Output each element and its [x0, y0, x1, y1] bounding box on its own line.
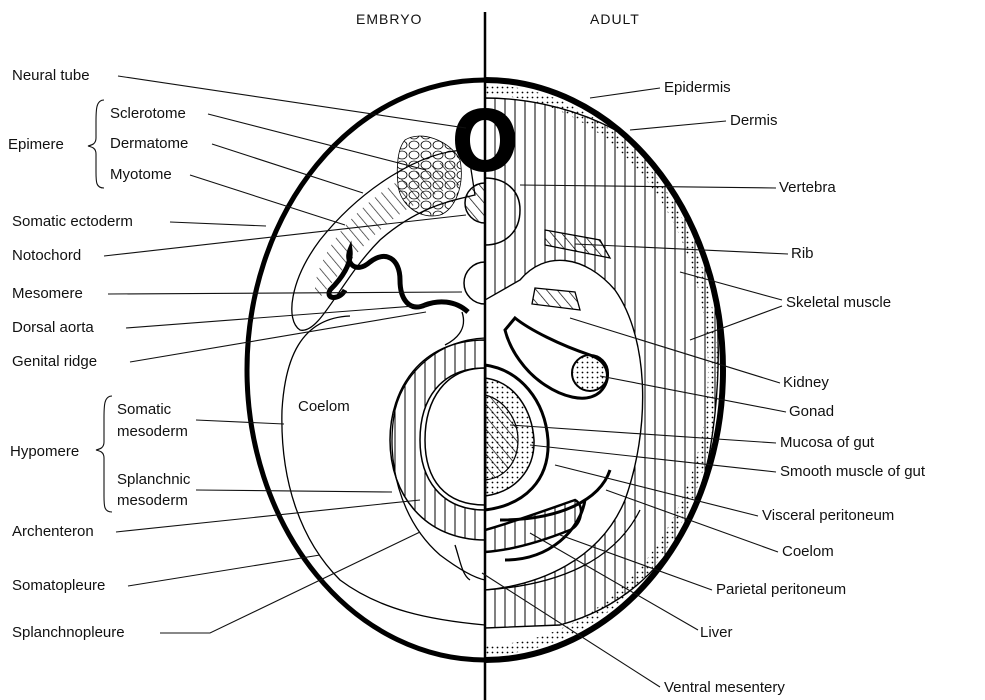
label-somatopleure: Somatopleure — [12, 577, 105, 594]
gonad — [572, 355, 608, 391]
label-gonad: Gonad — [789, 403, 834, 420]
label-somatic-mesoderm-1: Somatic — [117, 401, 172, 418]
label-parietal-peritoneum: Parietal peritoneum — [716, 581, 846, 598]
genital-ridge — [445, 312, 464, 345]
label-rib: Rib — [791, 245, 814, 262]
label-somatic-mesoderm-2: mesoderm — [117, 423, 188, 440]
left-labels: Neural tube Sclerotome Dermatome Myotome… — [8, 67, 466, 641]
label-coelom-right: Coelom — [782, 543, 834, 560]
label-kidney: Kidney — [783, 374, 829, 391]
label-dermis: Dermis — [730, 112, 778, 129]
label-splanchnic-mesoderm-1: Splanchnic — [117, 471, 191, 488]
leader-somatopleure — [128, 555, 320, 586]
label-skeletal-muscle: Skeletal muscle — [786, 294, 891, 311]
label-somatic-ectoderm: Somatic ectoderm — [12, 213, 133, 230]
rib-lower — [532, 288, 580, 310]
hypomere-brace — [96, 396, 112, 512]
label-splanchnic-mesoderm-2: mesoderm — [117, 492, 188, 509]
label-sclerotome: Sclerotome — [110, 105, 186, 122]
label-dorsal-aorta: Dorsal aorta — [12, 319, 94, 336]
label-coelom-left: Coelom — [298, 398, 350, 415]
label-dermatome: Dermatome — [110, 135, 188, 152]
label-archenteron: Archenteron — [12, 523, 94, 540]
embryo-heading: EMBRYO — [356, 11, 422, 27]
label-liver: Liver — [700, 624, 733, 641]
label-smooth-muscle-of-gut: Smooth muscle of gut — [780, 463, 926, 480]
label-genital-ridge: Genital ridge — [12, 353, 97, 370]
leader-notochord — [104, 215, 466, 256]
label-myotome: Myotome — [110, 166, 172, 183]
sclerotome-cells — [397, 136, 461, 216]
leader-somatic-ectoderm — [170, 222, 266, 226]
label-vertebra: Vertebra — [779, 179, 836, 196]
ventral-mesentery-left — [455, 545, 470, 580]
leader-splanchnic-mesoderm — [196, 490, 392, 492]
leader-dorsal-aorta — [126, 305, 428, 328]
mesomere-band — [329, 250, 468, 312]
leader-myotome — [190, 175, 345, 225]
adult-heading: ADULT — [590, 11, 640, 27]
label-epimere: Epimere — [8, 136, 64, 153]
label-notochord: Notochord — [12, 247, 81, 264]
epimere-brace — [88, 100, 104, 188]
leader-dermis — [630, 121, 726, 130]
label-mucosa-of-gut: Mucosa of gut — [780, 434, 875, 451]
leader-dermatome — [212, 144, 363, 193]
label-epidermis: Epidermis — [664, 79, 731, 96]
leader-splanchnopleure — [160, 532, 420, 633]
leader-genital-ridge — [130, 312, 426, 362]
leader-somatic-mesoderm — [196, 420, 284, 424]
label-visceral-peritoneum: Visceral peritoneum — [762, 507, 894, 524]
label-splanchnopleure: Splanchnopleure — [12, 624, 125, 641]
label-mesomere: Mesomere — [12, 285, 83, 302]
label-neural-tube: Neural tube — [12, 67, 90, 84]
label-ventral-mesentery: Ventral mesentery — [664, 679, 785, 696]
leader-epidermis — [590, 88, 660, 98]
label-hypomere: Hypomere — [10, 443, 79, 460]
leader-mesomere — [108, 292, 462, 294]
